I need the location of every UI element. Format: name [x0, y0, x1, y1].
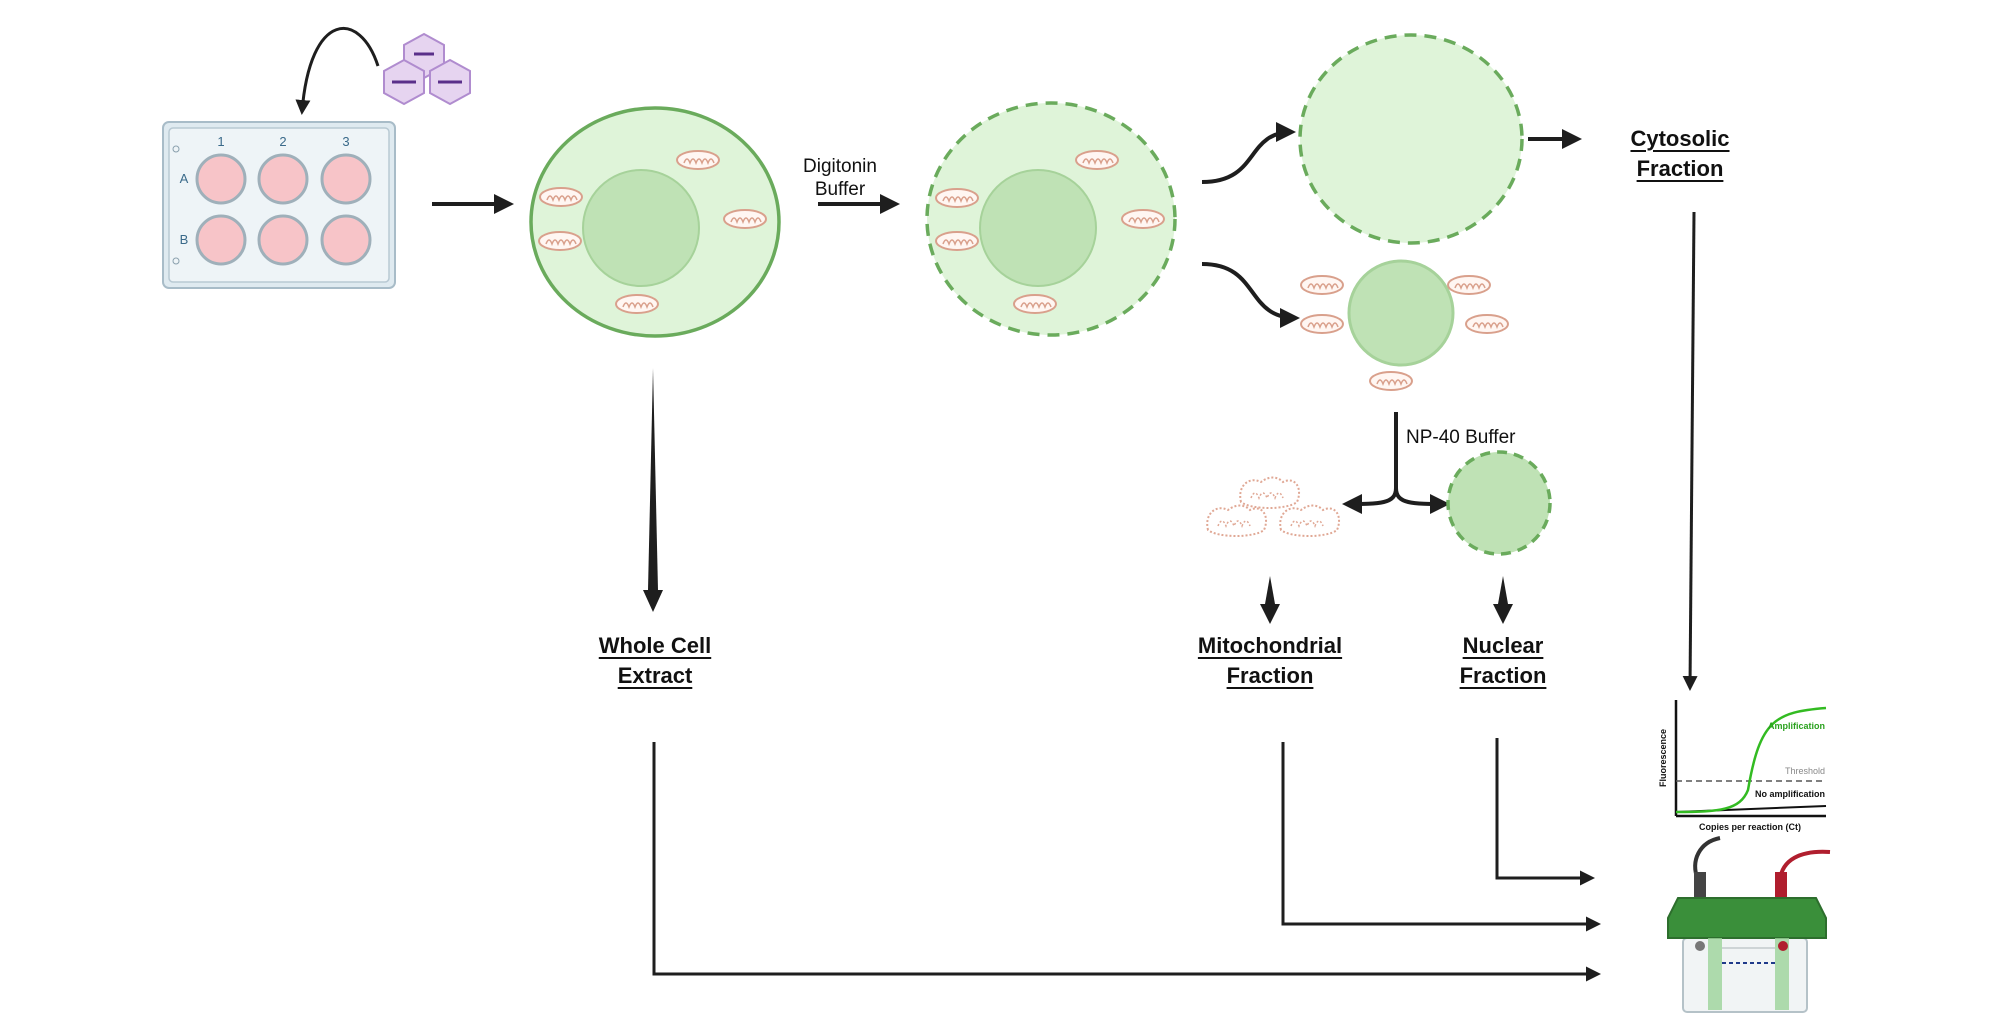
qpcr-amplification-label: Amplification [1768, 721, 1825, 731]
line-nuclear-to-gel [1495, 738, 1595, 886]
well-plate: 1 2 3 A B [162, 121, 396, 289]
plate-col-label: 3 [342, 134, 349, 149]
mitochondrial-fraction-label: Mitochondrial Fraction [1180, 631, 1360, 691]
cyto-line2: Fraction [1636, 156, 1724, 181]
plate-row-label: A [180, 171, 189, 186]
plate-row-label: B [180, 232, 189, 247]
arrow-to-pellet [1201, 262, 1300, 328]
plate-col-label: 1 [217, 134, 224, 149]
np40-label: NP-40 Buffer [1406, 427, 1516, 448]
mito-line2: Fraction [1226, 663, 1314, 688]
plate-wells [195, 153, 372, 266]
qpcr-xlabel: Copies per reaction (Ct) [1699, 822, 1801, 832]
np40-split-arrows [1342, 412, 1450, 514]
plate-col-label: 2 [279, 134, 286, 149]
qpcr-plot: Fluorescence Copies per reaction (Ct) Am… [1658, 700, 1827, 832]
arrow-to-cytosol [1201, 122, 1296, 184]
digitonin-line1: Digitonin [803, 156, 877, 177]
nucleus [979, 169, 1097, 287]
mito-line1: Mitochondrial [1197, 633, 1343, 658]
digitonin-line2: Buffer [814, 179, 866, 200]
whole-line1: Whole Cell [598, 633, 712, 658]
cytosol [1298, 33, 1524, 245]
arrow-whole-cell-down [648, 368, 658, 590]
digitonin-label: Digitonin Buffer [788, 155, 892, 201]
whole-line2: Extract [617, 663, 693, 688]
nuc-line2: Fraction [1459, 663, 1547, 688]
amplification-curve [1675, 706, 1827, 814]
arrow-cytosol-down [1682, 211, 1698, 691]
nuc-line1: Nuclear [1462, 633, 1544, 658]
qpcr-ylabel: Fluorescence [1658, 729, 1668, 787]
infection-arrow [295, 27, 380, 115]
arrow-nuc-down [1498, 576, 1508, 604]
line-mito-to-gel [1281, 742, 1601, 932]
cytosolic-fraction-label: Cytosolic Fraction [1610, 124, 1750, 184]
isolated-mitochondria [1206, 476, 1341, 537]
gel-electrophoresis-tank-icon [1667, 836, 1831, 1013]
nuclear-fraction-label: Nuclear Fraction [1433, 631, 1573, 691]
nucleus [582, 169, 700, 287]
intact-cell [529, 106, 781, 338]
nuclei-mito-pellet [1300, 259, 1509, 391]
arrow-mito-down [1265, 576, 1275, 604]
qpcr-threshold-label: Threshold [1785, 766, 1825, 776]
isolated-nucleus [1446, 450, 1552, 556]
line-whole-cell-to-gel [652, 742, 1601, 982]
qpcr-no-amplification-label: No amplification [1755, 789, 1825, 799]
permeabilized-cell [925, 101, 1177, 337]
whole-cell-extract-label: Whole Cell Extract [575, 631, 735, 691]
cyto-line1: Cytosolic [1630, 126, 1730, 151]
virus-particles-icon [383, 32, 471, 106]
